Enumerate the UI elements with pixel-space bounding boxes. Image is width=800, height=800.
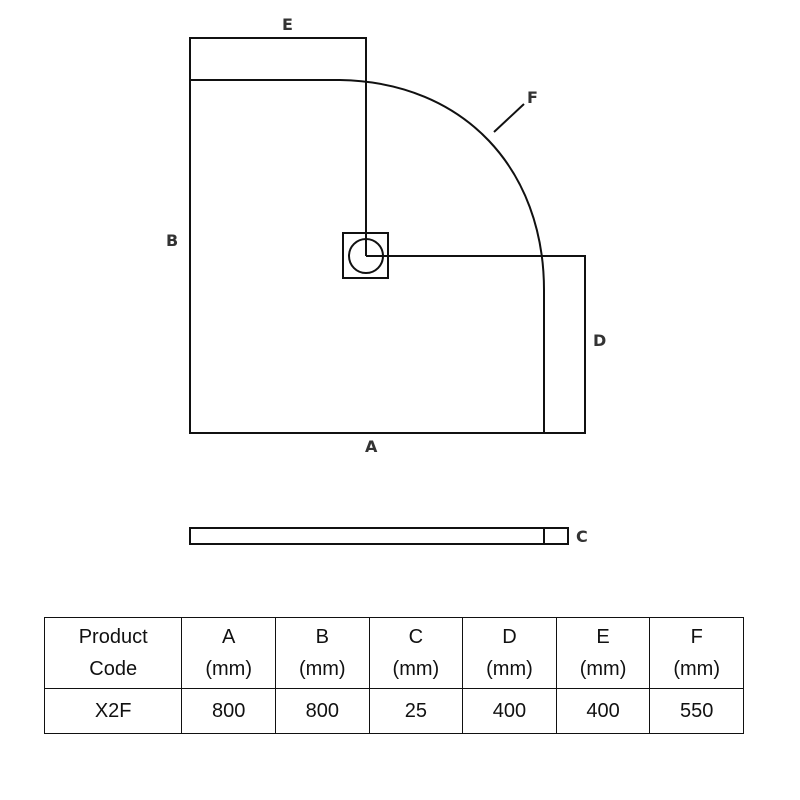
cell-e: 400 [555, 688, 651, 734]
header-cell: A (mm) [181, 617, 276, 689]
table-row: X2F 800 800 25 400 400 550 [43, 688, 744, 734]
label-a: A [365, 437, 378, 456]
dimension-e-line [189, 37, 367, 256]
dimension-f-leader [493, 103, 525, 133]
label-c: C [576, 527, 588, 546]
side-profile [189, 527, 569, 545]
header-cell: C (mm) [368, 617, 464, 689]
header-line1: D [502, 626, 517, 648]
header-line1: B [315, 626, 329, 648]
header-line2: (mm) [205, 658, 252, 680]
header-line1: F [690, 626, 703, 648]
header-line2: (mm) [673, 658, 720, 680]
label-e: E [282, 15, 293, 34]
waste-circle [348, 238, 384, 274]
label-f: F [527, 88, 538, 107]
header-cell: E (mm) [555, 617, 651, 689]
cell-product-code: X2F [43, 688, 183, 734]
cell-c: 25 [368, 688, 464, 734]
header-line2: (mm) [486, 658, 533, 680]
header-line1: E [596, 626, 610, 648]
header-line2: Code [89, 658, 138, 680]
header-line1: Product [78, 626, 148, 648]
dimension-d-line [366, 255, 586, 434]
header-cell: B (mm) [274, 617, 370, 689]
cell-b: 800 [274, 688, 370, 734]
header-cell: F (mm) [649, 617, 744, 689]
header-cell: D (mm) [462, 617, 557, 689]
cell-a: 800 [181, 688, 276, 734]
header-line1: A [222, 626, 236, 648]
tray-outline [189, 79, 545, 434]
cell-d: 400 [462, 688, 557, 734]
label-b: B [166, 231, 178, 250]
waste-outlet [342, 232, 389, 279]
header-line1: C [408, 626, 424, 648]
cell-f: 550 [649, 688, 744, 734]
label-d: D [593, 331, 606, 350]
header-line2: (mm) [298, 658, 346, 680]
header-line2: (mm) [392, 658, 440, 680]
shower-tray-diagram: E B A D F C [166, 15, 606, 546]
header-line2: (mm) [579, 658, 627, 680]
